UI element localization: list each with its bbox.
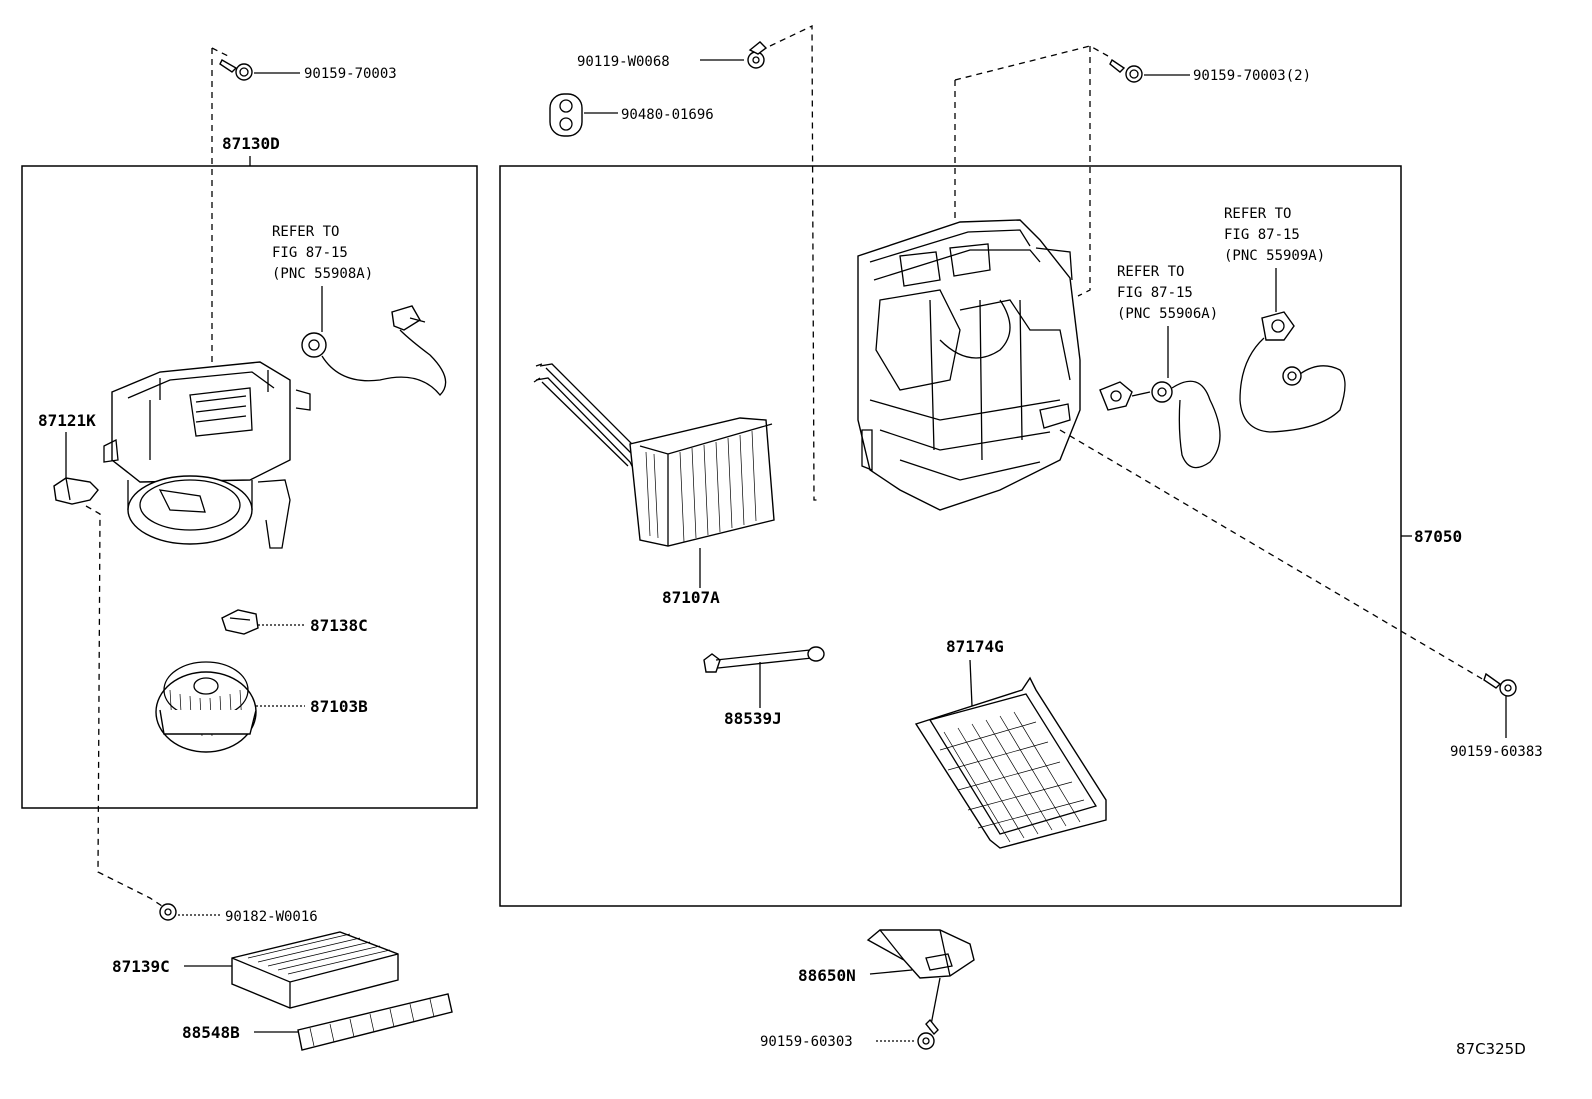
seal-88548B [297,993,453,1051]
refer-left-line3[interactable]: (PNC 55908A) [272,266,373,282]
screw-90119-W0068 [747,41,768,69]
screw-90159-70003[interactable] [219,59,253,81]
label-87139C[interactable]: 87139C [112,957,170,976]
sensor-88650N [866,929,975,979]
label-90119-W0068[interactable]: 90119-W0068 [577,54,670,70]
evaporator-87174G [914,676,1107,849]
label-88539J[interactable]: 88539J [724,709,782,728]
leader-line [969,659,973,707]
grommet-90480-01696 [549,93,583,137]
hose-88539J [703,646,825,673]
screw-90159-60383 [1483,672,1517,697]
diagram-code: 87C325D [1456,1040,1526,1058]
label-87174G[interactable]: 87174G [946,637,1004,656]
label-90182-W0016[interactable]: 90182-W0016 [225,909,318,925]
hvac-housing-87050 [857,219,1081,511]
refer-mid-line2: FIG 87-15 [1117,285,1193,301]
guide-line [211,47,229,57]
heater-core-87107A [533,363,775,547]
refer-right-line1: REFER TO [1224,206,1291,222]
screw-90159-70003-2 [1109,58,1143,83]
label-90159-70003-2[interactable]: 90159-70003(2) [1193,68,1311,84]
label-90159-60303[interactable]: 90159-60303 [760,1034,853,1050]
air-filter-87139C [231,931,399,1009]
refer-mid-line3[interactable]: (PNC 55906A) [1117,306,1218,322]
guide-line [769,24,820,501]
label-87050[interactable]: 87050 [1414,527,1462,546]
bracket-87121K [53,477,99,505]
refer-left-line2: FIG 87-15 [272,245,348,261]
label-87130D[interactable]: 87130D [222,134,280,153]
guide-line [85,505,163,907]
label-87103B[interactable]: 87103B [310,697,368,716]
label-90480-01696[interactable]: 90480-01696 [621,107,714,123]
refer-mid-line1: REFER TO [1117,264,1184,280]
refer-left-line1: REFER TO [272,224,339,240]
label-90159-60383[interactable]: 90159-60383 [1450,744,1543,760]
servo-motor-sensor-right [1239,311,1346,433]
guide-line [954,45,1109,300]
blower-motor-87103B [155,661,257,753]
label-87138C[interactable]: 87138C [310,616,368,635]
blower-unit-housing [103,361,311,549]
refer-right-line3[interactable]: (PNC 55909A) [1224,248,1325,264]
nut-90182-W0016 [159,903,177,921]
guide-line [1059,429,1485,681]
leader-line [869,969,913,975]
label-87121K[interactable]: 87121K [38,411,96,430]
servo-motor-sensor-mid [1099,380,1221,469]
label-90159-70003[interactable]: 90159-70003 [304,66,397,82]
resistor-87138C [221,609,259,635]
label-87107A[interactable]: 87107A [662,588,720,607]
refer-right-line2: FIG 87-15 [1224,227,1300,243]
label-88548B[interactable]: 88548B [182,1023,240,1042]
screw-90159-60303 [917,1018,939,1050]
label-88650N[interactable]: 88650N [798,966,856,985]
servo-motor-sensor-left [301,305,447,396]
